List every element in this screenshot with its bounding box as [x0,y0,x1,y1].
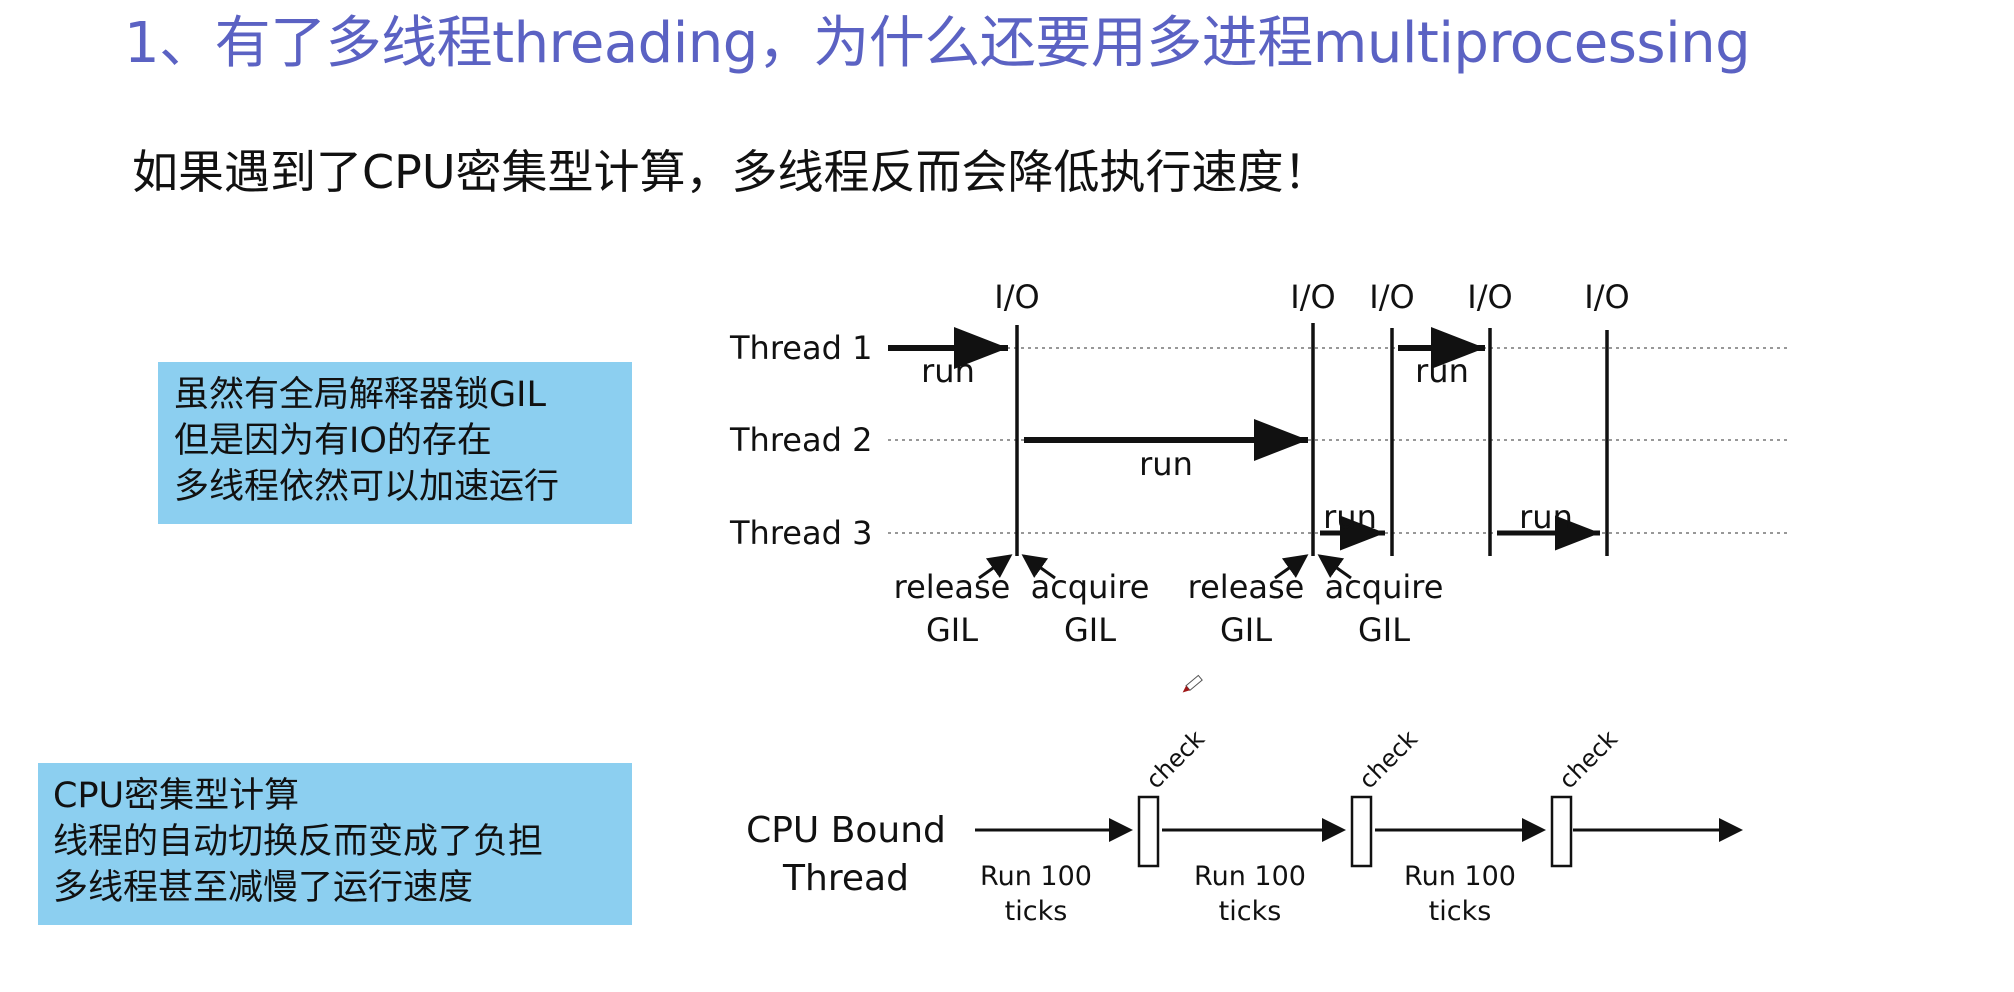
gil-label-bottom: GIL [1220,611,1272,649]
gil-label-bottom: GIL [1064,611,1116,649]
note-line: CPU密集型计算 [53,776,300,816]
slide-title: 1、有了多线程threading，为什么还要用多进程multiprocessin… [124,11,1751,76]
io-label: I/O [1369,278,1414,316]
io-label: I/O [1290,278,1335,316]
note-line: 多线程甚至减慢了运行速度 [53,868,474,908]
cpu-bound-label: CPU Bound [746,810,946,851]
gil-label-top: release [1188,568,1305,606]
thread-label: Thread 1 [729,329,872,367]
run-ticks-label: ticks [1429,896,1492,927]
run-ticks-label: Run 100 [1194,861,1306,892]
check-box [1350,795,1373,868]
gil-label-top: release [894,568,1011,606]
io-label: I/O [1467,278,1512,316]
run-label: run [1323,498,1377,536]
run-ticks-label: Run 100 [1404,861,1516,892]
note-line: 但是因为有IO的存在 [174,421,492,461]
run-ticks-label: ticks [1005,896,1068,927]
gil-arrow [978,554,1013,580]
thread-label: Thread 2 [729,421,872,459]
run-ticks-label: ticks [1219,896,1282,927]
run-ticks-label: Run 100 [980,861,1092,892]
check-box [1137,795,1160,868]
thread-label: Thread 3 [729,514,872,552]
cpu-bound-label: Thread [782,858,909,899]
gil-label-bottom: GIL [1358,611,1410,649]
check-label: check [1353,725,1423,795]
cpu-note-box: CPU密集型计算 线程的自动切换反而变成了负担 多线程甚至减慢了运行速度 [38,763,632,925]
io-label: I/O [1584,278,1629,316]
pen-cursor-icon [1182,674,1203,693]
gil-arrow [1317,554,1352,580]
run-label: run [1415,352,1469,390]
run-label: run [1519,498,1573,536]
io-label: I/O [994,278,1039,316]
note-line: 多线程依然可以加速运行 [174,467,560,507]
gil-label-top: acquire [1325,568,1444,606]
note-line: 线程的自动切换反而变成了负担 [53,822,544,862]
gil-label-top: acquire [1031,568,1150,606]
run-label: run [921,352,975,390]
io-note-box: 虽然有全局解释器锁GIL 但是因为有IO的存在 多线程依然可以加速运行 [158,362,632,524]
gil-arrow [1021,554,1056,580]
gil-label-bottom: GIL [926,611,978,649]
check-label: check [1553,725,1623,795]
slide-subtitle: 如果遇到了CPU密集型计算，多线程反而会降低执行速度！ [132,145,1330,199]
note-line: 虽然有全局解释器锁GIL [174,375,546,415]
run-label: run [1139,445,1193,483]
check-box [1550,795,1573,868]
check-label: check [1140,725,1210,795]
gil-arrow [1274,554,1309,580]
